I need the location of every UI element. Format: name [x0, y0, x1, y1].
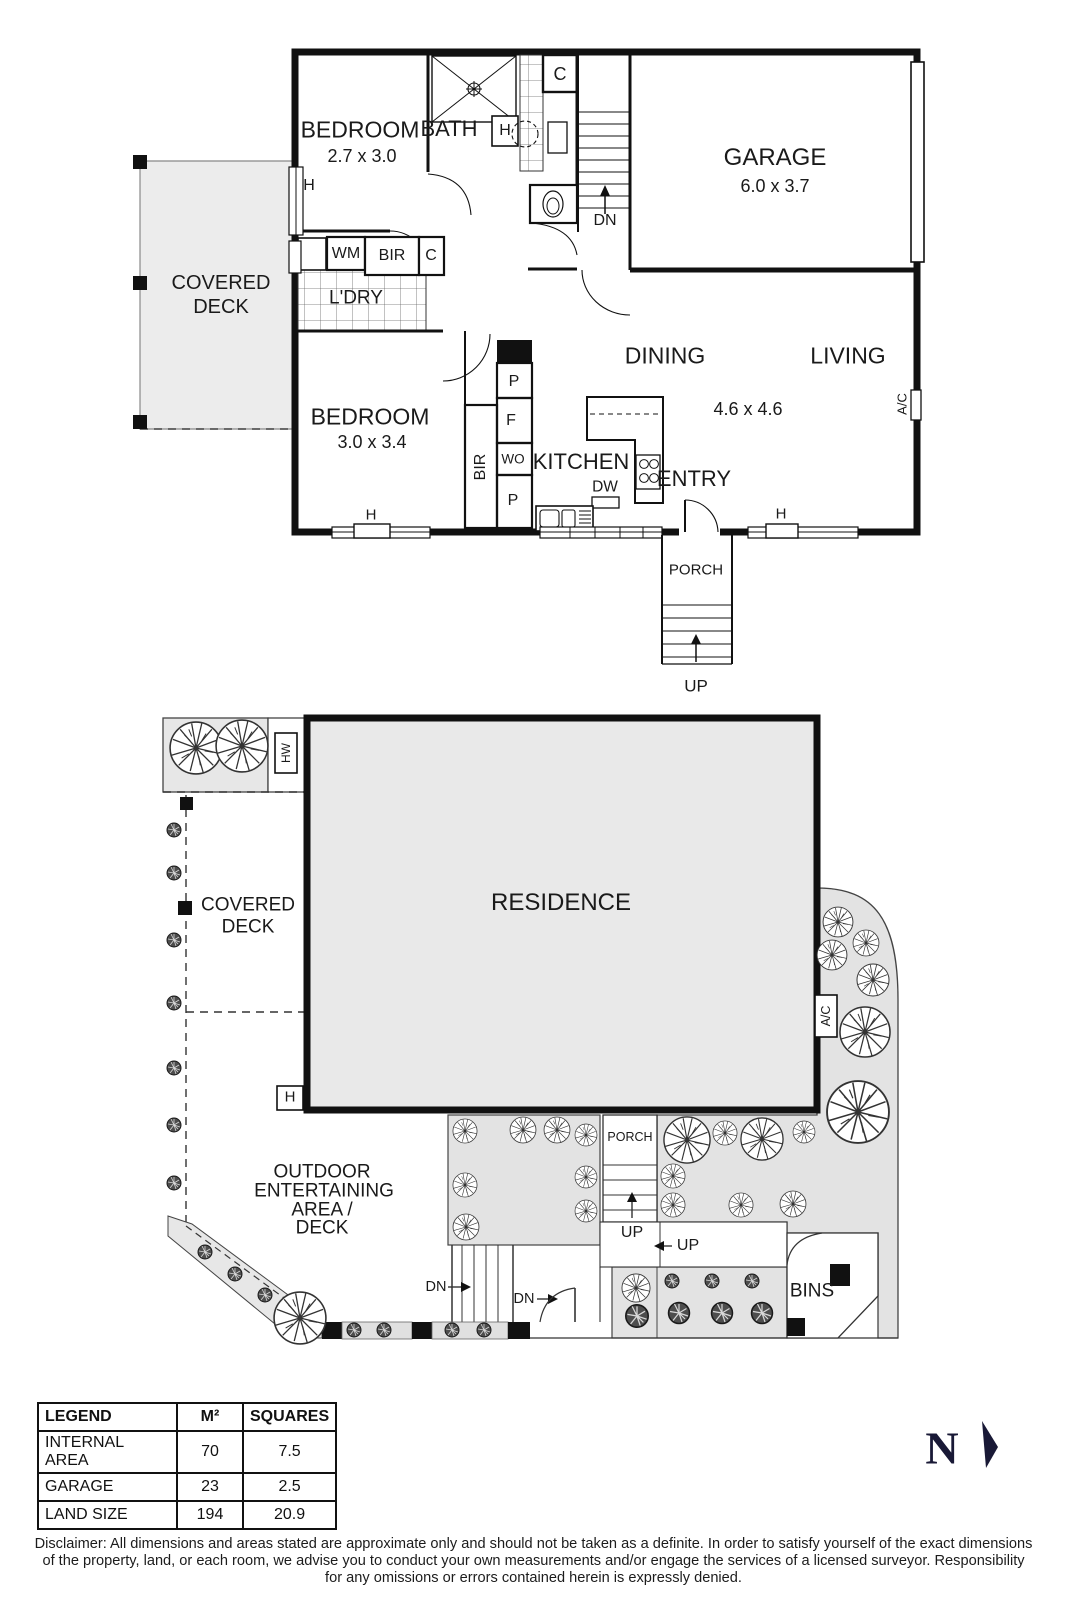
legend-cell-name: INTERNAL AREA [37, 1430, 178, 1474]
room-label-covered-deck-1: COVERED [171, 272, 271, 294]
room-label-bedroom2: BEDROOM [310, 403, 430, 430]
site-up-1: UP [620, 1224, 644, 1241]
north-arrow-icon [982, 1421, 998, 1468]
disclaimer-line-1: Disclaimer: All dimensions and areas sta… [34, 1536, 1033, 1552]
dims-living: 4.6 x 4.6 [713, 399, 783, 419]
site-dn-1: DN [425, 1278, 447, 1295]
legend-cell-m2: 70 [176, 1430, 244, 1474]
marker-c-closet: C [553, 64, 567, 84]
marker-h-bath: H [499, 122, 511, 139]
site-label-porch: PORCH [607, 1129, 653, 1144]
marker-h-site: H [284, 1088, 296, 1106]
stairs-up-fp: UP [684, 676, 708, 696]
legend-row-landsize: LAND SIZE 194 20.9 [37, 1500, 338, 1530]
legend-table: LEGEND M² SQUARES INTERNAL AREA 70 7.5 G… [37, 1402, 338, 1530]
north-label: N [925, 1422, 959, 1474]
marker-c-laundry: C [425, 247, 437, 264]
marker-h-window-left: H [303, 177, 315, 194]
legend-cell-m2: 23 [176, 1472, 244, 1502]
site-covered-deck-1: COVERED [201, 894, 295, 916]
legend-cell-squares: 2.5 [241, 1472, 338, 1502]
fixture-wall-oven: WO [501, 451, 525, 467]
legend-col-m2: M² [176, 1402, 244, 1432]
fixture-pantry-2: P [507, 492, 519, 509]
disclaimer-line-3: for any omissions or errors contained he… [325, 1570, 742, 1586]
room-label-living: LIVING [810, 342, 886, 369]
legend-cell-name: GARAGE [37, 1472, 178, 1502]
site-structures [322, 1114, 898, 1340]
fixture-ac-site: A/C [818, 1005, 833, 1027]
fixture-wm: WM [331, 245, 361, 262]
legend-col-squares: SQUARES [241, 1402, 338, 1432]
legend-cell-name: LAND SIZE [37, 1500, 178, 1530]
dims-garage: 6.0 x 3.7 [740, 176, 810, 196]
fixture-bir-laundry: BIR [378, 247, 406, 264]
legend-header-row: LEGEND M² SQUARES [37, 1402, 338, 1432]
room-label-garage: GARAGE [723, 144, 827, 171]
fixture-fridge: F [506, 412, 516, 429]
site-outdoor-line2: ENTERTAINING [254, 1180, 394, 1202]
fp-covered-deck [133, 155, 292, 430]
fp-interior [288, 53, 925, 665]
site-residence [276, 714, 838, 1114]
legend-col-label: LEGEND [37, 1402, 178, 1432]
site-outdoor-line4: DECK [295, 1217, 349, 1239]
site-up-2: UP [676, 1237, 700, 1254]
site-dn-2: DN [513, 1290, 535, 1307]
stairs-dn-label: DN [593, 212, 617, 229]
fixture-bir-bedroom2: BIR [472, 453, 489, 481]
room-label-laundry: L'DRY [329, 287, 383, 309]
fixture-hot-water: HW [279, 743, 293, 763]
fixture-dishwasher: DW [592, 478, 618, 496]
marker-h-window-br: H [775, 505, 787, 523]
room-label-covered-deck-2: DECK [193, 296, 249, 318]
site-label-residence: RESIDENCE [490, 889, 632, 916]
dims-bedroom1: 2.7 x 3.0 [327, 146, 397, 166]
disclaimer-text: Disclaimer: All dimensions and areas sta… [0, 1536, 1067, 1587]
room-label-bedroom1: BEDROOM [300, 116, 420, 143]
legend-cell-squares: 7.5 [241, 1430, 338, 1474]
marker-h-window-bl: H [365, 506, 377, 524]
disclaimer-line-2: of the property, land, or each room, we … [42, 1553, 1025, 1569]
site-outdoor-line1: OUTDOOR [273, 1161, 371, 1183]
legend-cell-squares: 20.9 [241, 1500, 338, 1530]
dims-bedroom2: 3.0 x 3.4 [337, 432, 407, 452]
legend-cell-m2: 194 [176, 1500, 244, 1530]
legend-row-internal: INTERNAL AREA 70 7.5 [37, 1430, 338, 1474]
site-label-bins: BINS [789, 1280, 835, 1302]
fixture-pantry-1: P [508, 373, 520, 390]
fixture-ac-fp: A/C [894, 393, 910, 415]
site-covered-deck-2: DECK [221, 916, 275, 938]
room-label-entry: ENTRY [656, 466, 732, 491]
site-outdoor-line3: AREA / [291, 1199, 353, 1221]
room-label-dining: DINING [624, 342, 706, 369]
room-label-porch-fp: PORCH [668, 561, 724, 579]
legend-row-garage: GARAGE 23 2.5 [37, 1472, 338, 1502]
room-label-kitchen: KITCHEN [532, 449, 630, 474]
room-label-bath: BATH [420, 116, 478, 141]
